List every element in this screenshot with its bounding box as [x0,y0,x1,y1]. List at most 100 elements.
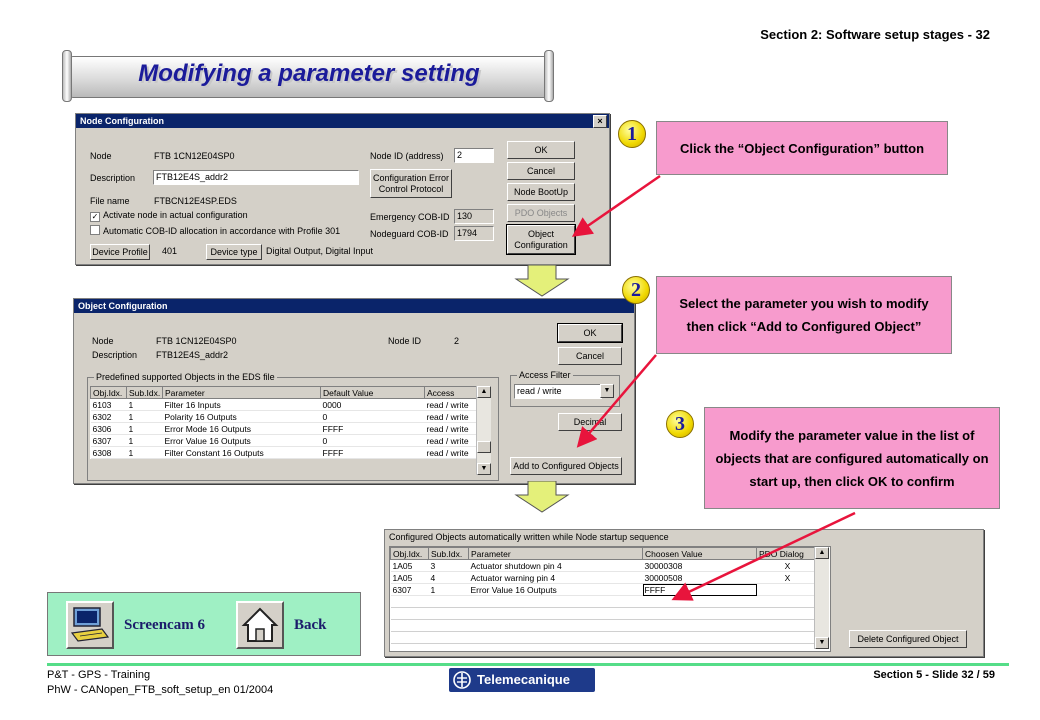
description-label: Description [90,173,136,183]
predefined-objects-label: Predefined supported Objects in the EDS … [94,372,277,382]
empty-row [390,631,819,644]
table-cell: X [756,559,819,572]
scroll-down-icon[interactable]: ▼ [815,637,829,649]
empty-cell [428,607,469,620]
chevron-down-icon[interactable]: ▼ [600,384,614,398]
scroll-up-icon[interactable]: ▲ [477,386,491,398]
activate-node-label: Activate node in actual configuration [103,210,248,220]
table-cell: read / write [424,398,477,411]
device-profile-button[interactable]: Device Profile [90,244,150,260]
column-header[interactable]: PDO Dialog [756,547,819,560]
node-id-field[interactable]: 2 [454,148,494,163]
table-cell: 1 [126,446,163,459]
column-header[interactable]: Default Value [320,386,425,399]
empty-cell [428,619,469,632]
object-configuration-button[interactable]: Object Configuration [506,224,576,255]
configured-scrollbar[interactable]: ▲ ▼ [814,547,829,649]
back-label[interactable]: Back [294,617,327,633]
column-header[interactable]: Obj.Idx. [90,386,127,399]
table-cell: 6103 [90,398,127,411]
device-profile-value: 401 [162,246,178,256]
screencam-label[interactable]: Screencam 6 [124,617,205,633]
device-type-button[interactable]: Device type [206,244,262,260]
node-id-label: Node ID (address) [370,151,444,161]
column-header[interactable]: Obj.Idx. [390,547,429,560]
column-header[interactable]: Parameter [468,547,643,560]
empty-row [390,619,819,632]
close-icon[interactable]: × [593,115,607,128]
empty-cell [468,631,643,644]
column-header[interactable]: Sub.Idx. [428,547,469,560]
table-cell: read / write [424,434,477,447]
scroll-down-icon[interactable]: ▼ [477,463,491,475]
configured-objects-label: Configured Objects automatically written… [389,532,669,542]
banner-roll-right [544,50,554,102]
configuration-error-control-button[interactable]: Configuration Error Control Protocol [370,169,452,198]
checkbox-empty-icon [90,225,100,235]
table-cell: 6306 [90,422,127,435]
footer-slide-number: Section 5 - Slide 32 / 59 [873,669,995,681]
column-header[interactable]: Parameter [162,386,321,399]
auto-cobid-label: Automatic COB-ID allocation in accordanc… [103,226,341,236]
ok-button[interactable]: OK [507,141,575,159]
table-cell: 1 [126,410,163,423]
emergency-cobid-field: 130 [454,209,494,224]
dialog-title-bar: Node Configuration × [76,114,609,128]
node-label: Node [90,151,112,161]
screencam-icon[interactable] [66,601,114,649]
empty-cell [390,595,429,608]
node-value: FTB 1CN12E04SP0 [156,336,237,346]
description-field[interactable]: FTB12E4S_addr2 [153,170,359,185]
column-header[interactable]: Access [424,386,477,399]
node-id-value: 2 [454,336,460,346]
table-cell: 1 [428,583,469,596]
empty-cell [642,631,757,644]
cancel-button[interactable]: Cancel [507,162,575,180]
column-header[interactable]: Choosen Value [642,547,757,560]
ok-button[interactable]: OK [557,323,623,343]
activate-node-checkbox[interactable]: ✓Activate node in actual configuration [90,210,248,222]
add-to-configured-objects-button[interactable]: Add to Configured Objects [510,457,622,475]
scroll-thumb[interactable] [477,441,491,453]
delete-configured-object-button[interactable]: Delete Configured Object [849,630,967,648]
empty-cell [468,607,643,620]
dialog-title: Node Configuration [80,116,164,126]
scroll-up-icon[interactable]: ▲ [815,547,829,559]
edit-value-cell[interactable]: FFFF [642,583,757,596]
decimal-button[interactable]: Decimal [558,413,622,431]
auto-cobid-checkbox[interactable]: Automatic COB-ID allocation in accordanc… [90,225,340,236]
access-filter-label: Access Filter [517,370,573,380]
table-cell: Polarity 16 Outputs [162,410,321,423]
emergency-cobid-label: Emergency COB-ID [370,212,450,222]
empty-cell [390,607,429,620]
step-1-callout: Click the “Object Configuration” button [656,121,948,175]
table-cell: 30000508 [642,571,757,584]
step-3-callout: Modify the parameter value in the list o… [704,407,1000,509]
telemecanique-logo: Telemecanique [449,668,595,692]
predefined-objects-group: Predefined supported Objects in the EDS … [87,372,499,481]
node-value: FTB 1CN12E04SP0 [154,151,235,161]
cancel-button[interactable]: Cancel [558,347,622,365]
empty-row [390,607,819,620]
empty-cell [428,595,469,608]
step-2-badge: 2 [622,276,650,304]
table-cell [756,583,819,596]
objects-scrollbar[interactable]: ▲ ▼ [476,386,491,475]
table-cell: 30000308 [642,559,757,572]
home-icon[interactable] [236,601,284,649]
table-cell: FFFF [320,422,425,435]
column-header[interactable]: Sub.Idx. [126,386,163,399]
node-configuration-dialog: Node Configuration × Node FTB 1CN12E04SP… [75,113,610,265]
node-bootup-button[interactable]: Node BootUp [507,183,575,201]
access-filter-select[interactable]: read / write [514,384,602,399]
table-cell: Error Value 16 Outputs [468,583,643,596]
